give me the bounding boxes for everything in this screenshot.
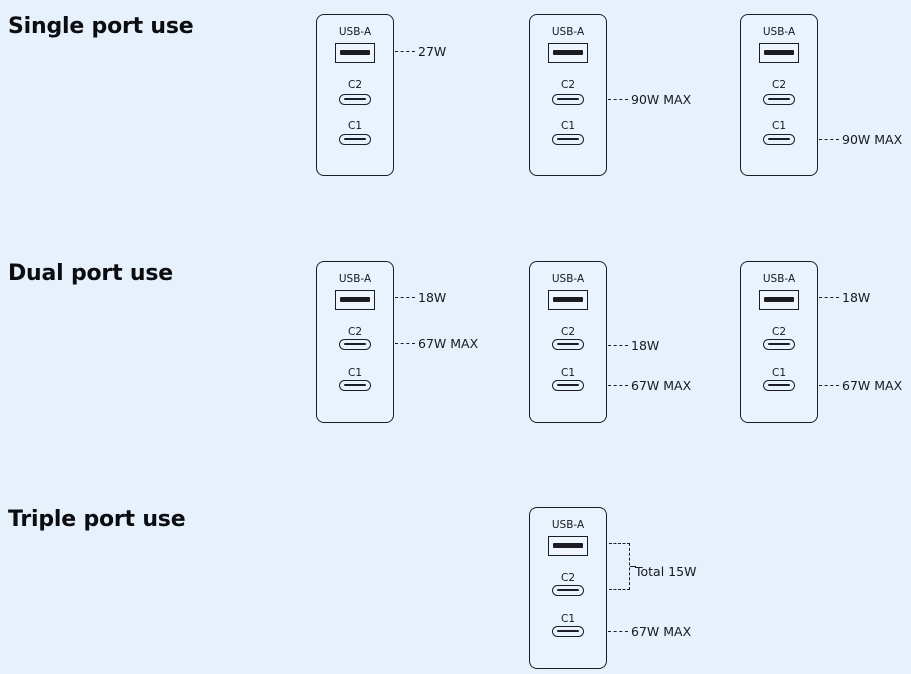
usba-port-icon [548, 536, 588, 556]
usba-port-label: USB-A [338, 26, 372, 38]
output-label: 18W [418, 290, 447, 305]
output-callout-c2: 18W [608, 338, 659, 353]
usba-port-label: USB-A [551, 26, 585, 38]
charger-single-c2: USB-A C2 C1 90W MAX [529, 14, 691, 176]
heading-single-port: Single port use [8, 14, 194, 39]
output-label: Total 15W [635, 564, 697, 579]
usba-port-label: USB-A [338, 273, 372, 285]
usbc-port-icon [339, 94, 371, 105]
usbc-port-icon [552, 94, 584, 105]
usbc-port-icon [552, 134, 584, 145]
charger-single-usba: USB-A C2 C1 27W [316, 14, 446, 176]
c1-port-label: C1 [347, 367, 362, 379]
heading-triple-port: Triple port use [8, 507, 186, 532]
combined-output-bracket [630, 566, 636, 567]
usbc-port-icon [763, 339, 795, 350]
usba-port-icon [335, 290, 375, 310]
charger-dual-c2-c1: USB-A C2 C1 18W 67W MAX [529, 261, 691, 423]
output-label: 67W MAX [418, 336, 479, 351]
output-callout-usba: 18W [819, 290, 870, 305]
c2-port-label: C2 [771, 326, 786, 338]
usbc-port-icon [339, 380, 371, 391]
output-callout-c1: 67W MAX [608, 378, 691, 393]
charger-single-c1: USB-A C2 C1 90W MAX [740, 14, 902, 176]
c1-port-label: C1 [560, 120, 575, 132]
output-label: 67W MAX [842, 378, 903, 393]
usbc-port-icon [339, 134, 371, 145]
combined-output-bracket [609, 543, 630, 590]
charger-dual-usba-c1: USB-A C2 C1 18W 67W MAX [740, 261, 902, 423]
usbc-port-icon [552, 380, 584, 391]
output-callout-combined: Total 15W [635, 564, 696, 579]
c1-port-label: C1 [771, 120, 786, 132]
c1-port-label: C1 [771, 367, 786, 379]
charger-dual-usba-c2: USB-A C2 C1 18W 67W MAX [316, 261, 478, 423]
usba-port-icon [548, 290, 588, 310]
charger-triple: USB-A C2 C1 Total 15W 67W MAX [529, 507, 696, 669]
usbc-port-icon [763, 380, 795, 391]
output-label: 67W MAX [631, 624, 692, 639]
usba-port-label: USB-A [551, 273, 585, 285]
output-callout-usba: 27W [395, 44, 446, 59]
usba-port-label: USB-A [762, 26, 796, 38]
c1-port-label: C1 [560, 367, 575, 379]
output-callout-usba: 18W [395, 290, 446, 305]
c2-port-label: C2 [347, 79, 362, 91]
usbc-port-icon [552, 626, 584, 637]
usba-port-icon [759, 290, 799, 310]
usbc-port-icon [552, 339, 584, 350]
output-label: 90W MAX [842, 132, 903, 147]
output-callout-c2: 67W MAX [395, 336, 478, 351]
usba-port-icon [335, 43, 375, 63]
output-label: 67W MAX [631, 378, 692, 393]
usba-port-label: USB-A [551, 519, 585, 531]
usbc-port-icon [339, 339, 371, 350]
output-label: 18W [842, 290, 871, 305]
usba-port-icon [759, 43, 799, 63]
c2-port-label: C2 [560, 326, 575, 338]
usba-port-label: USB-A [762, 273, 796, 285]
heading-dual-port: Dual port use [8, 261, 173, 286]
usbc-port-icon [763, 94, 795, 105]
c2-port-label: C2 [560, 79, 575, 91]
output-label: 18W [631, 338, 660, 353]
output-callout-c1: 67W MAX [608, 624, 691, 639]
c2-port-label: C2 [560, 572, 575, 584]
c1-port-label: C1 [560, 613, 575, 625]
c1-port-label: C1 [347, 120, 362, 132]
output-label: 90W MAX [631, 92, 692, 107]
usbc-port-icon [763, 134, 795, 145]
output-label: 27W [418, 44, 447, 59]
c2-port-label: C2 [771, 79, 786, 91]
c2-port-label: C2 [347, 326, 362, 338]
output-callout-c1: 90W MAX [819, 132, 902, 147]
usbc-port-icon [552, 585, 584, 596]
output-callout-c2: 90W MAX [608, 92, 691, 107]
usba-port-icon [548, 43, 588, 63]
output-callout-c1: 67W MAX [819, 378, 902, 393]
